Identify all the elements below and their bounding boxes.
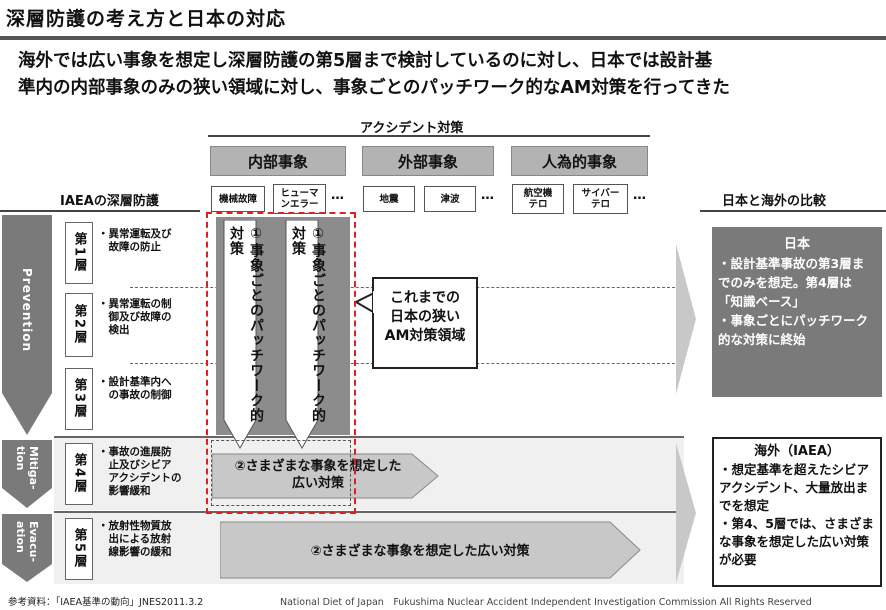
accident-header-line (208, 135, 650, 137)
ellipsis-external: … (481, 188, 494, 203)
comparison-header-line (700, 210, 886, 212)
wide-arrow-layer-5-label: ②さまざまな事象を想定した広い対策 (310, 544, 530, 559)
layer-5-desc: ・放射性物質放 出による放射 線影響の緩和 (98, 520, 172, 558)
layer-3-label: 第3層 (65, 368, 93, 430)
divider-3-4 (54, 436, 684, 438)
subtitle: 海外では広い事象を想定し深層防護の第5層まで検討しているのに対し、日本では設計基… (18, 48, 878, 102)
overseas-comparison-box: 海外（IAEA） ・想定基準を超えたシビアアクシデント、大量放出までを想定 ・第… (712, 437, 882, 587)
item-mechanical-failure: 機械故障 (211, 186, 265, 212)
japan-comparison-box: 日本 ・設計基準事故の第3層までのみを想定。第4層は「知識ベース」 ・事象ごとに… (712, 227, 882, 397)
iaea-header-line (0, 210, 200, 212)
ellipsis-human: … (633, 188, 646, 203)
patchwork-arrow-2 (285, 220, 319, 450)
japan-am-scope-box (206, 212, 356, 514)
item-earthquake: 地震 (363, 186, 415, 212)
callout-japan-am-scope: これまでの 日本の狭い AM対策領域 (372, 277, 478, 369)
wide-arrow-layer-5 (220, 521, 641, 579)
category-human: 人為的事象 (511, 146, 648, 176)
subtitle-line-1: 海外では広い事象を想定し深層防護の第5層まで検討しているのに対し、日本では設計基 (18, 51, 713, 71)
layer-2-desc: ・異常運転の制 御及び故障の 検出 (98, 298, 172, 336)
subtitle-line-2: 準内の内部事象のみの狭い領域に対し、事象ごとのパッチワーク的なAM対策を行ってき… (18, 78, 730, 98)
accident-header: アクシデント対策 (360, 121, 464, 136)
patchwork-arrow-1-label: ①事象ごとのパッチワーク的対策 (228, 226, 264, 423)
ellipsis-internal: … (331, 188, 344, 203)
phase-prevention: Prevention (20, 268, 34, 352)
wide-arrow-layer-4 (212, 453, 439, 499)
callout-pointer-mask (373, 291, 377, 313)
phase-evacuation: Evacu- ation (14, 521, 40, 563)
wide-arrow-layer-4-label: ②さまざまな事象を想定した 広い対策 (234, 459, 402, 491)
footer-credit: National Diet of Japan Fukushima Nuclear… (280, 597, 812, 608)
title-divider (0, 36, 886, 40)
overseas-box-body: ・想定基準を超えたシビアアクシデント、大量放出までを想定 ・第4、5層では、さま… (719, 462, 874, 567)
category-external: 外部事象 (362, 146, 494, 176)
item-human-error: ヒューマ ンエラー (273, 184, 326, 214)
layer-3-desc: ・設計基準内へ の事故の制御 (98, 376, 172, 401)
layer-1-label: 第1層 (65, 222, 93, 284)
category-internal: 内部事象 (210, 146, 346, 176)
mitigation-arrow (2, 440, 52, 508)
layer-1-desc: ・異常運転及び 故障の防止 (98, 228, 172, 253)
divider-4-5 (54, 511, 684, 513)
item-cyber-terror: サイバー テロ (573, 184, 628, 214)
overseas-box-heading: 海外（IAEA） (754, 444, 840, 459)
layer-4-desc: ・事故の進展防 止及びシビア アクシデントの 影響緩和 (98, 446, 182, 497)
phase-mitigation: Mitiga- tion (14, 445, 40, 490)
comparison-header: 日本と海外の比較 (722, 194, 827, 209)
footer-source: 参考資料：「IAEA基準の動向」JNES2011.3.2 (8, 597, 204, 608)
item-aircraft-terror: 航空機 テロ (512, 184, 564, 214)
page-title: 深層防護の考え方と日本の対応 (6, 8, 287, 30)
japan-box-body: ・設計基準事故の第3層までのみを想定。第4層は「知識ベース」 ・事象ごとにパッチ… (718, 256, 869, 347)
evacuation-arrow (2, 514, 52, 582)
japan-am-scope-inner (211, 440, 351, 506)
chevron-bottom (676, 443, 696, 583)
prevention-arrow (2, 215, 52, 435)
japan-box-heading: 日本 (783, 237, 810, 252)
patchwork-arrow-2-label: ①事象ごとのパッチワーク的対策 (290, 226, 326, 423)
patchwork-arrow-1 (223, 220, 257, 450)
item-tsunami: 津波 (424, 186, 476, 212)
iaea-header: IAEAの深層防護 (60, 194, 159, 209)
layer-4-label: 第4層 (65, 443, 93, 505)
layer-5-label: 第5層 (65, 518, 93, 580)
layer-2-label: 第2層 (65, 293, 93, 357)
chevron-top (676, 244, 696, 394)
